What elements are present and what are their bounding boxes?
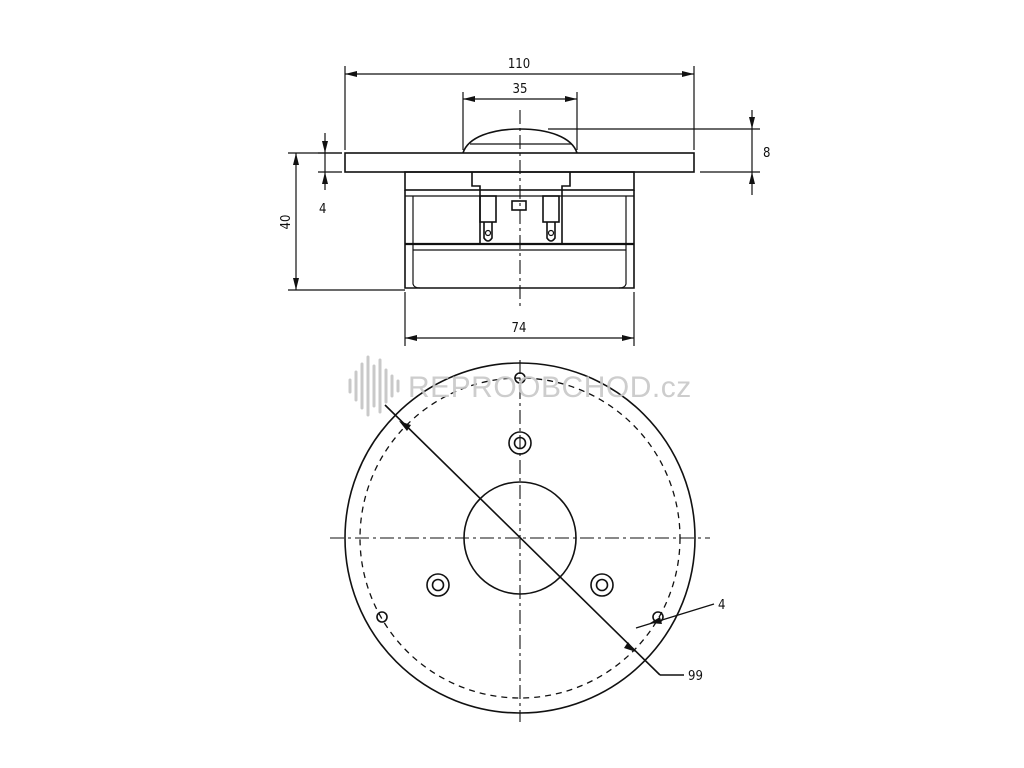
mount-hole-left [376, 611, 388, 623]
dim-overall-width: 110 [344, 57, 695, 150]
watermark: REPROOBCHOD.cz [348, 355, 692, 417]
dim-hole-diameter: 4 [635, 598, 725, 629]
dim-74-label: 74 [512, 321, 527, 336]
dim-4-flange-label: 4 [319, 202, 326, 217]
side-body-inner-right [618, 196, 627, 289]
dim-8-label: 8 [763, 146, 770, 161]
ring-hole-left [426, 573, 450, 597]
polarity-marker [511, 200, 527, 211]
front-view [330, 360, 710, 722]
dim-flange-thickness: 4 [318, 133, 342, 217]
side-view [344, 110, 695, 310]
mount-hole-top [514, 372, 526, 384]
dim-bolt-circle: 99 [384, 404, 703, 684]
side-body-inner-left [412, 196, 421, 289]
dim-4-hole-label: 4 [718, 598, 725, 613]
watermark-text: REPROOBCHOD.cz [408, 371, 692, 404]
dim-dome-width: 35 [462, 82, 578, 150]
dim-99-label: 99 [688, 669, 703, 684]
dim-body-width: 74 [404, 292, 635, 346]
dim-110-label: 110 [508, 57, 530, 72]
sound-wave-icon [348, 355, 400, 417]
dim-35-label: 35 [513, 82, 528, 97]
terminal-left [479, 195, 497, 242]
ring-hole-right [590, 573, 614, 597]
ring-hole-top [508, 431, 532, 455]
dim-40-label: 40 [279, 215, 294, 230]
terminal-right [542, 195, 560, 242]
dim-depth: 40 [279, 152, 405, 291]
dim-dome-height: 8 [548, 110, 770, 195]
